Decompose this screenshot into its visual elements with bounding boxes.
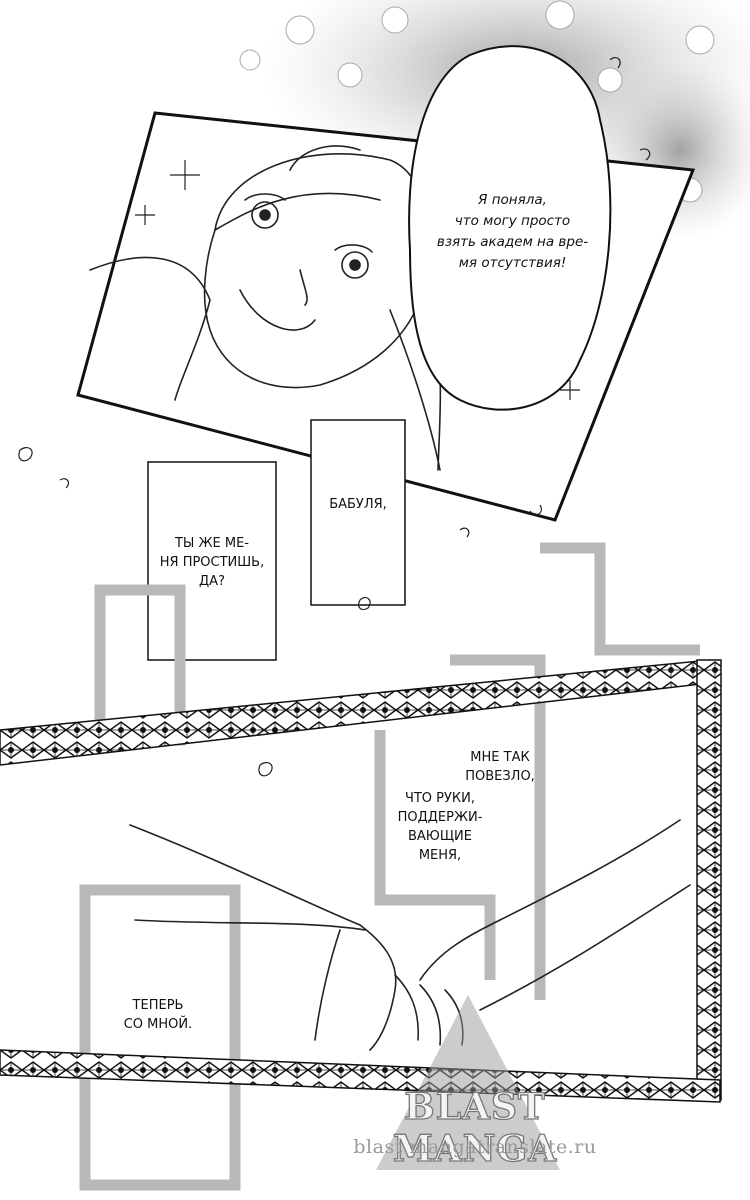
narration-forgive: ТЫ ЖЕ МЕ- НЯ ПРОСТИШЬ, ДА?: [159, 536, 265, 589]
box-forgive: [147, 461, 277, 661]
caption-now: ТЕПЕРЬ СО МНОЙ.: [123, 998, 193, 1032]
petals: [18, 56, 651, 777]
speech-bubble-top: [408, 45, 612, 411]
watermark-logo: [376, 995, 560, 1170]
caption-lucky: МНЕ ТАК ПОВЕЗЛО,: [465, 750, 535, 784]
watermark-title: BLAST MANGA: [392, 1085, 558, 1170]
speech-text-top: Я поняла, что могу просто взять академ н…: [436, 192, 589, 271]
lace-frame: [0, 659, 722, 1103]
caption-hands: ЧТО РУКИ, ПОДДЕРЖИ- ВАЮЩИЕ МЕНЯ,: [397, 791, 483, 863]
holding-hands-drawing: [129, 819, 691, 1051]
narration-grandma: БАБУЛЯ,: [329, 497, 387, 512]
watermark-url: blast.mangatranslate.ru: [353, 1136, 597, 1158]
box-grandma: [310, 419, 406, 606]
